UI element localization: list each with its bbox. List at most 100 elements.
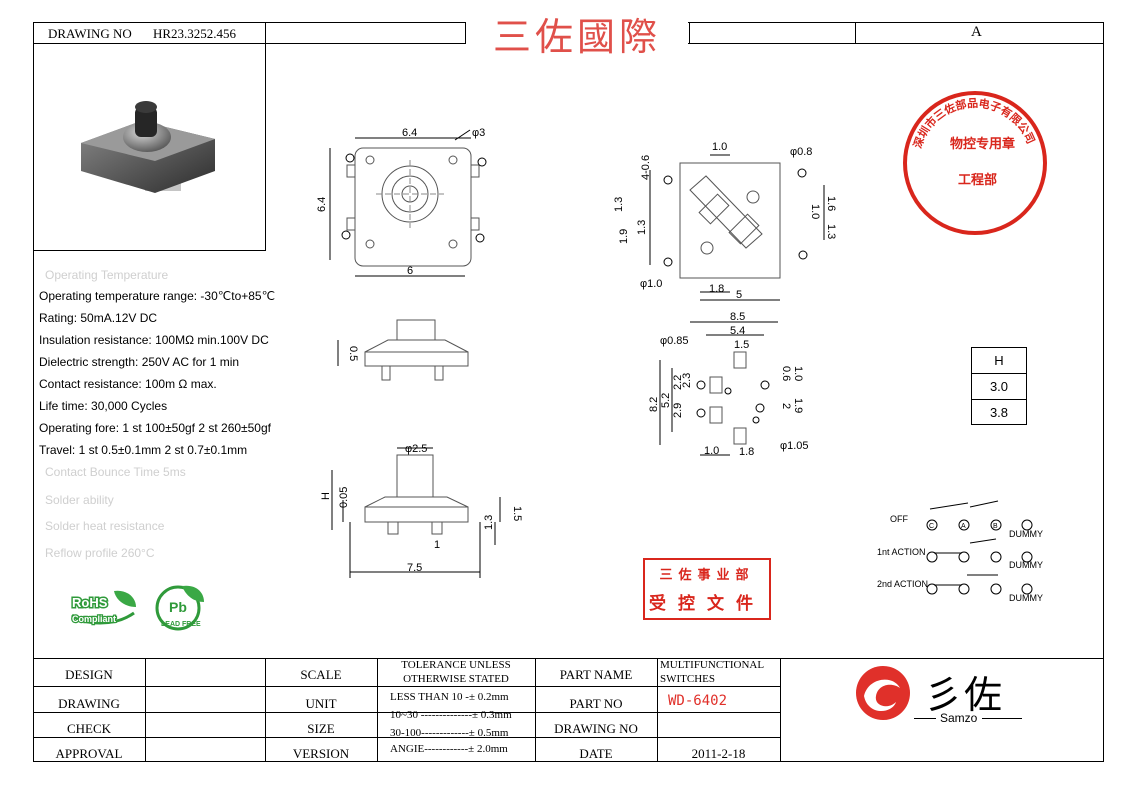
dim-top-bottom: 6 [407, 265, 413, 277]
dim-pcb-85: 8.5 [730, 311, 745, 323]
dim-pcb-54: 5.4 [730, 325, 745, 337]
dim-front-1: 1 [434, 539, 440, 551]
dim-front-15: 1.5 [511, 506, 523, 521]
dim-back-13r: 1.3 [825, 224, 837, 239]
header-divider-1 [265, 22, 266, 44]
stamp-line-2: 受控文件 [649, 594, 765, 614]
dim-back-18: 1.8 [709, 283, 724, 295]
dim-back-10: 1.0 [712, 141, 727, 153]
rohs-compliant-text: Compliant [72, 614, 116, 624]
dim-pcb-52: 5.2 [660, 393, 672, 408]
side-view-drawing [337, 319, 469, 381]
company-seal: 深圳市三佐部品电子有限公司 物控专用章 工程部 [903, 91, 1047, 235]
switch-circuit-diagram: OFF 1nt ACTION 2nd ACTION C A B DUMMY DU… [877, 500, 1043, 603]
faint-watermark-line: Reflow profile 260°C [45, 546, 155, 560]
dim-pcb-085: φ0.85 [660, 335, 689, 347]
lead-free-text: LEAD FREE [161, 621, 201, 628]
samzo-underline-left [914, 718, 936, 719]
drawing-no-label: DRAWING NO [48, 26, 132, 41]
drawing-no-value: HR23.3252.456 [153, 26, 237, 41]
spec-line: Insulation resistance: 100MΩ min.100V DC [39, 333, 269, 347]
tolerance-title-2: OTHERWISE STATED [403, 673, 509, 685]
company-banner: 三佐國際 [466, 6, 688, 59]
height-table-row: 3.8 [989, 405, 1009, 420]
dim-pcb-29: 2.9 [672, 403, 684, 418]
terminal-a: A [961, 523, 966, 530]
dim-pcb-10: 1.0 [792, 366, 804, 381]
dummy-label: DUMMY [1009, 593, 1043, 603]
dim-pcb-23: 2.3 [681, 373, 693, 388]
faint-watermark-line: Solder ability [45, 493, 114, 507]
samzo-underline-right [982, 718, 1022, 719]
dim-top-hole: φ3 [472, 127, 485, 139]
title-block-col [657, 658, 658, 762]
title-block-top-rule [33, 658, 1104, 659]
pcb-layout-drawing [659, 321, 778, 456]
scale-label: SCALE [300, 667, 342, 682]
dummy-label: DUMMY [1009, 529, 1043, 539]
dim-pcb-18: 1.8 [739, 446, 754, 458]
part-name-value-1: MULTIFUNCTIONAL [660, 659, 765, 671]
samzo-swirl-icon [856, 666, 910, 720]
dim-pcb-22: 2.2 [672, 375, 684, 390]
product-photo [81, 101, 215, 193]
spec-line: Life time: 30,000 Cycles [39, 399, 168, 413]
check-label: CHECK [66, 721, 112, 736]
dim-back-19: 1.9 [618, 229, 630, 244]
dim-back-0406: 4-0.6 [640, 155, 652, 180]
title-block-col [145, 658, 146, 762]
dim-pcb-2: 2 [780, 403, 792, 409]
dim-front-h: H [320, 492, 332, 500]
dim-back-16: 1.6 [825, 196, 837, 211]
company-banner-text: 三佐國際 [492, 15, 661, 59]
top-view-drawing [329, 129, 487, 277]
title-block-col [265, 658, 266, 762]
revision-letter: A [971, 24, 982, 40]
seal-line-1: 物控专用章 [950, 136, 1015, 151]
samzo-logo: 彡佐 Samzo [852, 662, 1032, 726]
tolerance-line: 30-100-------------± 0.5mm [390, 727, 509, 739]
dim-back-13a: 1.3 [613, 197, 625, 212]
dim-pcb-15: 1.5 [734, 339, 749, 351]
faint-watermark-line: Operating Temperature [45, 268, 169, 282]
part-no-label: PART NO [569, 696, 623, 711]
title-block-rule [33, 712, 781, 713]
drawing-label: DRAWING [58, 696, 120, 711]
pb-text: Pb [169, 599, 187, 615]
drawing-no-label-bottom: DRAWING NO [554, 721, 638, 736]
circuit-state-first: 1nt ACTION [877, 547, 926, 557]
spec-line: Contact resistance: 100m Ω max. [39, 377, 217, 391]
date-value: 2011-2-18 [691, 746, 746, 761]
dim-back-hole: φ0.8 [790, 146, 812, 158]
dim-top-height: 6.4 [316, 197, 328, 212]
dim-front-dia: φ2.5 [405, 443, 427, 455]
technical-drawings: 6.4 φ3 6.4 6 0.5 φ2.5 H 0.05 1.5 1.3 1 7… [316, 127, 837, 578]
title-block-rule [33, 686, 781, 687]
dim-pcb-82: 8.2 [648, 397, 660, 412]
faint-watermark-line: Solder heat resistance [45, 519, 165, 533]
faint-watermark-line: Contact Bounce Time 5ms [45, 465, 186, 479]
tolerance-line: LESS THAN 10 -± 0.2mm [390, 691, 509, 703]
height-table: H 3.0 3.8 [971, 347, 1027, 425]
dim-front-13: 1.3 [483, 515, 495, 530]
terminal-c: C [929, 523, 934, 530]
dim-pcb-10b: 1.0 [704, 445, 719, 457]
spec-line: Travel: 1 st 0.5±0.1mm 2 st 0.7±0.1mm [39, 443, 248, 457]
design-label: DESIGN [65, 667, 113, 682]
unit-label: UNIT [305, 696, 337, 711]
part-no-value: WD-6402 [668, 693, 728, 709]
front-view-drawing [331, 447, 501, 578]
height-table-row: 3.0 [972, 374, 1026, 400]
spec-line: Rating: 50mA.12V DC [39, 311, 158, 325]
dim-side-h: 0.5 [347, 346, 359, 361]
part-name-label: PART NAME [559, 667, 633, 682]
dim-front-005: 0.05 [338, 487, 350, 508]
version-label: VERSION [292, 746, 350, 761]
dim-front-75: 7.5 [407, 562, 422, 574]
rohs-badge: RoHS Compliant [71, 590, 136, 625]
controlled-document-stamp: 三佐事业部 受控文件 [643, 558, 771, 620]
dim-top-width: 6.4 [402, 127, 417, 139]
spec-line: Dielectric strength: 250V AC for 1 min [39, 355, 240, 369]
circuit-state-second: 2nd ACTION [877, 579, 928, 589]
spec-line: Operating temperature range: -30℃to+85℃ [39, 289, 276, 303]
